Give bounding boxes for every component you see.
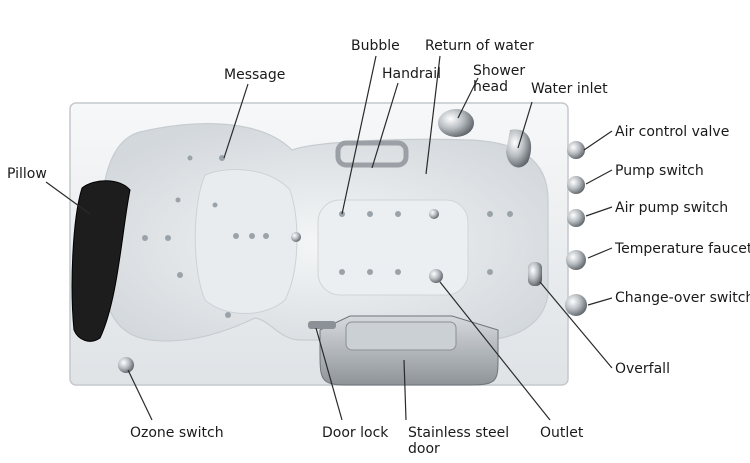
tub-floor xyxy=(317,199,469,296)
label-stainless-steel-line2: door xyxy=(408,441,440,457)
label-change-over-switch: Change-over switch xyxy=(615,290,750,306)
jet-dots xyxy=(142,155,513,318)
label-air-pump-switch: Air pump switch xyxy=(615,200,729,216)
label-door-lock: Door lock xyxy=(322,425,389,441)
label-handrail: Handrail xyxy=(382,66,441,82)
air-control-valve-knob xyxy=(567,141,585,159)
seat-contour xyxy=(194,169,298,314)
air-pump-switch-knob xyxy=(567,209,585,227)
label-ozone-switch: Ozone switch xyxy=(130,425,224,441)
label-pillow: Pillow xyxy=(7,166,47,182)
label-pump-switch: Pump switch xyxy=(615,163,704,179)
water-inlet-spout xyxy=(506,129,532,168)
ozone-switch-knob xyxy=(118,357,134,373)
label-stainless-steel-line1: Stainless steel xyxy=(408,425,510,441)
label-air-control-valve: Air control valve xyxy=(615,124,730,140)
door-lock-lever xyxy=(308,321,336,329)
label-shower-line1: Shower xyxy=(473,63,526,79)
label-water-inlet: Water inlet xyxy=(531,81,608,97)
bubble-jet xyxy=(429,209,439,219)
label-temperature-faucet: Temperature faucet xyxy=(615,241,750,257)
handrail-bar xyxy=(335,140,409,168)
change-over-switch-knob xyxy=(565,294,587,316)
label-message: Message xyxy=(224,67,286,83)
return-water-jet xyxy=(291,232,301,242)
temperature-faucet-knob xyxy=(566,250,586,270)
label-bubble: Bubble xyxy=(351,38,400,54)
shower-head-shape xyxy=(438,109,474,137)
overfall-shape xyxy=(528,262,542,286)
label-outlet: Outlet xyxy=(540,425,584,441)
label-overfall: Overfall xyxy=(615,361,670,377)
leader-lines xyxy=(45,55,613,421)
label-shower-line2: head xyxy=(473,79,508,95)
outlet-drain xyxy=(429,269,443,283)
pump-switch-knob xyxy=(567,176,585,194)
door-window xyxy=(345,321,457,351)
label-return-of-water: Return of water xyxy=(425,38,534,54)
pillow-shape xyxy=(71,180,131,342)
